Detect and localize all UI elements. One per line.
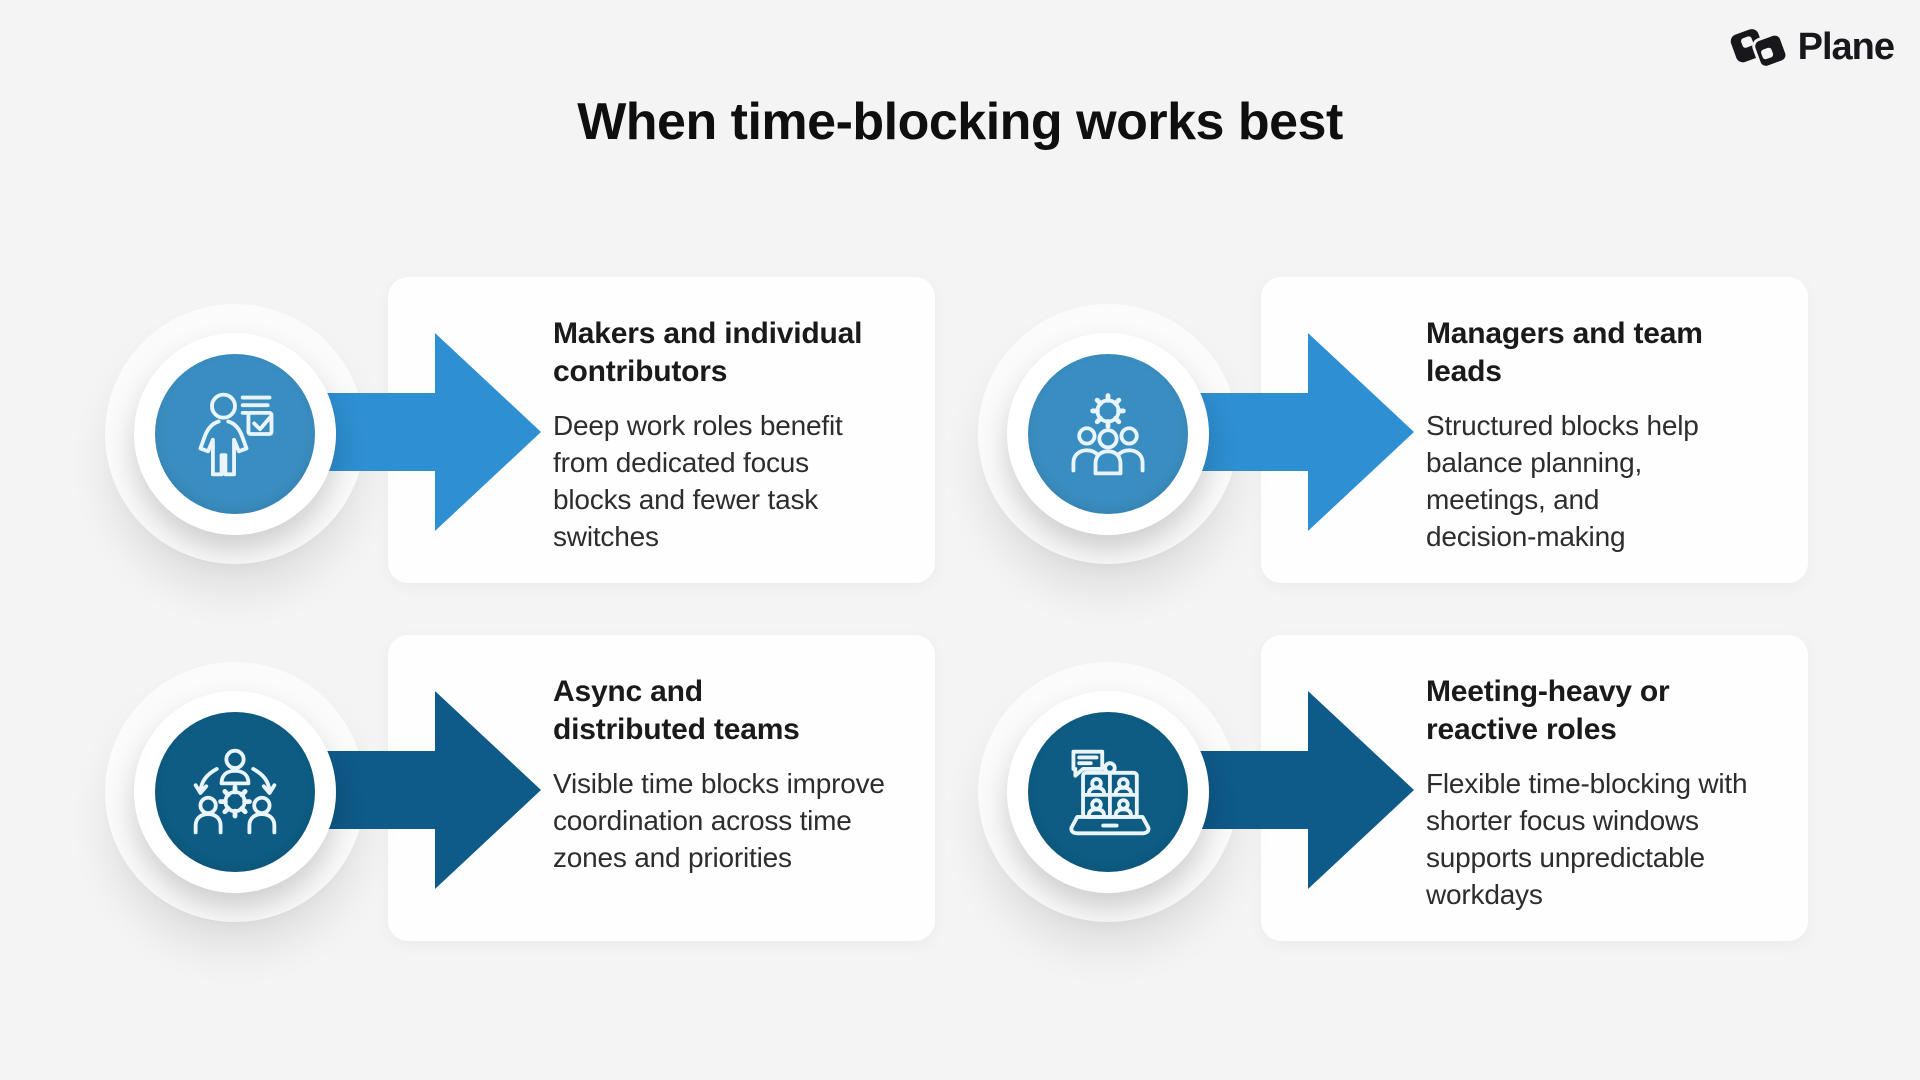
right-arrow-icon <box>313 333 543 533</box>
card-body: Visible time blocks improve coordination… <box>553 768 885 873</box>
card-body: Deep work roles benefit from dedicated f… <box>553 410 843 552</box>
right-arrow-icon <box>1186 333 1416 533</box>
page-title: When time-blocking works best <box>577 93 1343 151</box>
team-gear-icon <box>1028 354 1188 514</box>
card-title: Async and distributed teams <box>553 675 800 746</box>
feature-managers: Managers and team leads Structured block… <box>978 277 1818 597</box>
card-title: Managers and team leads <box>1426 317 1703 388</box>
feature-makers: Makers and individual contributors Deep … <box>105 277 945 597</box>
distributed-team-icon <box>155 712 315 872</box>
feature-async: Async and distributed teams Visible time… <box>105 635 945 955</box>
card-title: Makers and individual contributors <box>553 317 863 388</box>
card-title: Meeting-heavy or reactive roles <box>1426 675 1670 746</box>
plane-logo-text: Plane <box>1797 25 1895 68</box>
right-arrow-icon <box>313 691 543 891</box>
card-body: Structured blocks help balance planning,… <box>1426 410 1699 552</box>
plane-logo-mark-icon <box>1730 22 1790 72</box>
plane-logo: Plane <box>1730 22 1895 72</box>
right-arrow-icon <box>1186 691 1416 891</box>
video-call-laptop-icon <box>1028 712 1188 872</box>
person-checklist-icon <box>155 354 315 514</box>
card-body: Flexible time-blocking with shorter focu… <box>1426 768 1748 910</box>
feature-meetings: Meeting-heavy or reactive roles Flexible… <box>978 635 1818 955</box>
